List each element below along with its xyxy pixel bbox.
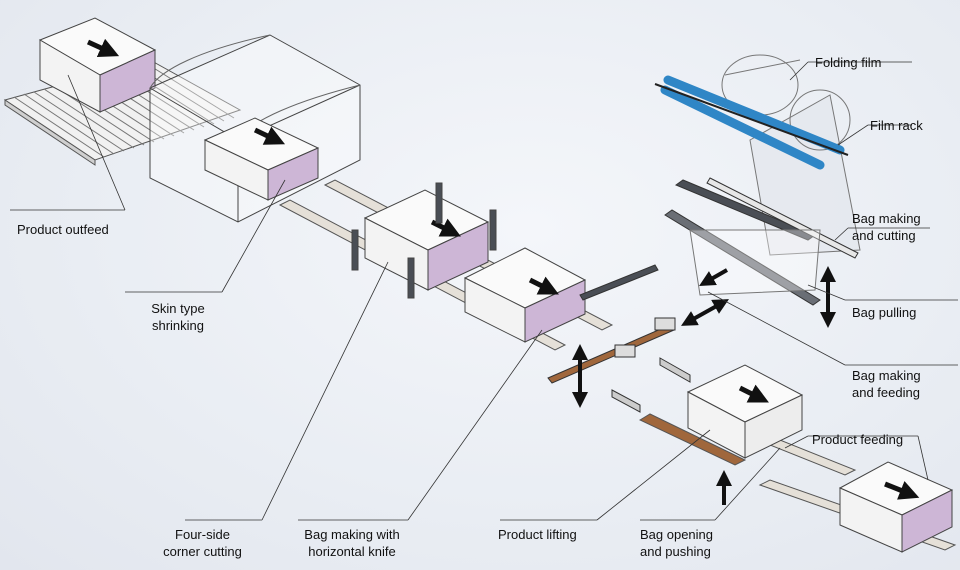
- motion-arrows: [572, 266, 836, 505]
- leader-lines: [10, 61, 958, 521]
- label-bag-making-cutting-line2: and cutting: [852, 228, 916, 243]
- knife-station-box: [463, 247, 587, 343]
- label-four-side-line1: Four-side: [175, 527, 230, 542]
- label-bag-opening-line1: Bag opening: [640, 527, 714, 542]
- label-bag-making-cutting: Bag making and cutting: [852, 210, 921, 244]
- label-four-side-corner-cutting: Four-side corner cutting: [155, 526, 250, 560]
- lifting-box: [686, 364, 804, 459]
- corner-cutting-box: [351, 182, 497, 299]
- label-folding-film: Folding film: [815, 55, 882, 70]
- label-skin-type-shrinking: Skin type shrinking: [138, 300, 218, 334]
- label-bag-making-cutting-line1: Bag making: [852, 211, 921, 226]
- label-bag-pulling: Bag pulling: [852, 305, 917, 320]
- label-product-outfeed: Product outfeed: [17, 222, 109, 237]
- pusher-mechanism: [547, 317, 691, 413]
- label-bag-making-feeding: Bag making and feeding: [852, 367, 921, 401]
- label-skin-type-shrinking-line2: shrinking: [151, 318, 205, 333]
- horizontal-knife-bar: [579, 264, 659, 301]
- label-product-feeding: Product feeding: [812, 432, 904, 447]
- label-product-lifting: Product lifting: [498, 527, 577, 542]
- label-bag-making-knife-line2: horizontal knife: [308, 544, 396, 559]
- bag-cutting-bars: [664, 177, 859, 306]
- label-four-side-line2: corner cutting: [163, 544, 242, 559]
- label-film-rack: Film rack: [870, 118, 923, 133]
- label-bag-making-knife-line1: Bag making with: [304, 527, 400, 542]
- label-bag-opening-pushing: Bag opening and pushing: [640, 526, 713, 560]
- outfeed-box: [38, 17, 157, 113]
- label-bag-making-feeding-line1: Bag making: [852, 368, 921, 383]
- label-bag-opening-line2: and pushing: [640, 544, 711, 559]
- label-skin-type-shrinking-line1: Skin type: [151, 301, 205, 316]
- feeding-box: [838, 461, 954, 553]
- label-bag-making-horizontal-knife: Bag making with horizontal knife: [292, 526, 412, 560]
- tunnel-box: [203, 117, 320, 201]
- label-bag-making-feeding-line2: and feeding: [852, 385, 920, 400]
